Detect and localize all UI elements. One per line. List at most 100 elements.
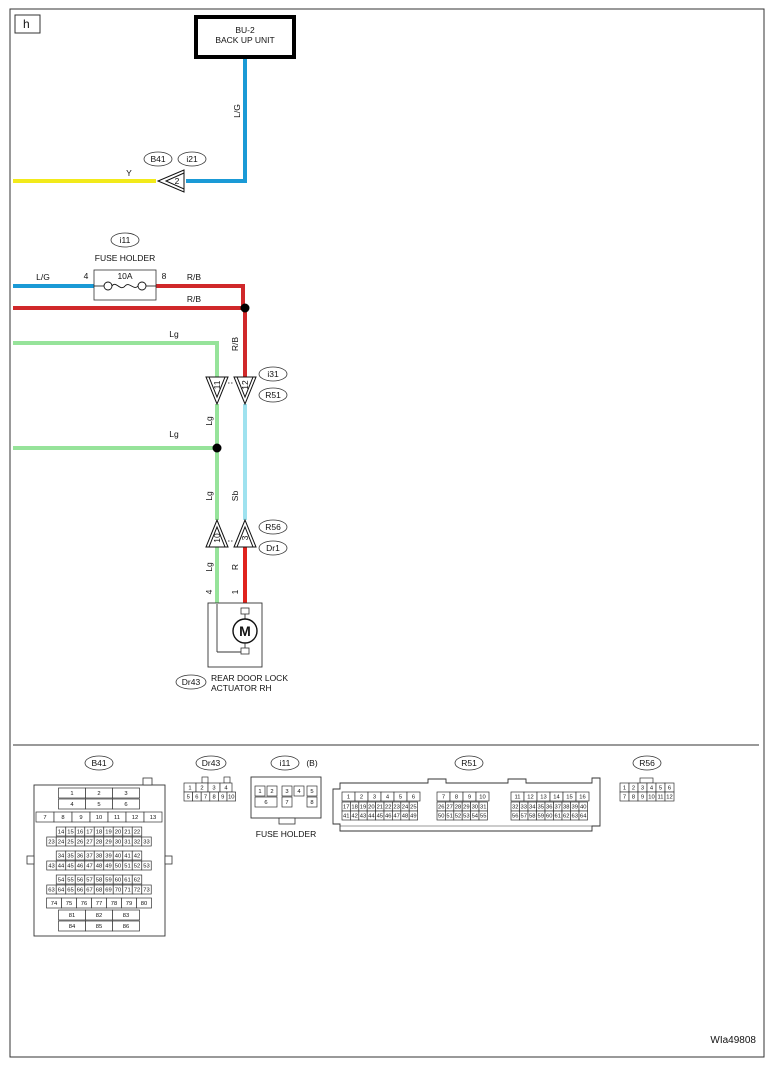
i11-cell bbox=[281, 796, 293, 808]
b41-cell bbox=[112, 920, 140, 932]
r51-pin: 36 bbox=[546, 805, 552, 811]
r51-pin: 23 bbox=[393, 805, 399, 811]
r51-pin: 49 bbox=[410, 814, 416, 820]
r51-pin: 59 bbox=[538, 814, 544, 820]
r51-pin: 34 bbox=[529, 805, 536, 811]
view-label-r56: R56 bbox=[639, 758, 655, 768]
b41-cell bbox=[131, 874, 143, 885]
r51-pin: 44 bbox=[368, 814, 375, 820]
b41-pin: 20 bbox=[115, 830, 121, 836]
b41-pin: 45 bbox=[67, 864, 73, 870]
b41-pin: 16 bbox=[77, 830, 83, 836]
r56-pin: 12 bbox=[666, 795, 672, 801]
r51-cell bbox=[408, 810, 418, 821]
r51-pin: 4 bbox=[386, 795, 390, 801]
i11-pin: 2 bbox=[270, 789, 273, 795]
b41-pin: 61 bbox=[124, 878, 130, 884]
b41-pin: 58 bbox=[96, 878, 102, 884]
b41-pin: 57 bbox=[86, 878, 92, 884]
wire-label-lg-top: L/G bbox=[232, 104, 242, 118]
b41-pin: 27 bbox=[86, 840, 92, 846]
wire-label-lg-vert-2: Lg bbox=[204, 491, 214, 501]
r51-pin: 21 bbox=[377, 805, 383, 811]
r51-pin: 26 bbox=[438, 805, 444, 811]
connector-b41-i21: B41 i21 2 bbox=[143, 151, 207, 193]
i11-pin: 4 bbox=[297, 789, 301, 795]
b41-pin: 67 bbox=[86, 888, 92, 894]
b41-pin: 77 bbox=[96, 901, 102, 907]
r51-pin: 43 bbox=[360, 814, 366, 820]
r51-pin: 12 bbox=[527, 795, 533, 801]
r51-pin: 61 bbox=[555, 814, 561, 820]
i11-cell bbox=[254, 785, 266, 797]
r51-pin: 15 bbox=[566, 795, 572, 801]
wire-label-lg-fuse-in: L/G bbox=[36, 272, 50, 282]
r51-pin: 6 bbox=[412, 795, 415, 801]
b41-pin: 40 bbox=[115, 854, 121, 860]
r51-pin: 41 bbox=[343, 814, 349, 820]
b41-cell bbox=[143, 811, 163, 823]
r51-pin: 7 bbox=[442, 795, 445, 801]
dr43-pin: 6 bbox=[195, 795, 198, 801]
b41-pin: 43 bbox=[48, 864, 54, 870]
b41-pin: 31 bbox=[124, 840, 130, 846]
b41-pin: 7 bbox=[43, 815, 46, 821]
b41-pin: 56 bbox=[77, 878, 83, 884]
r56-cell bbox=[664, 791, 675, 802]
r51-pin: 13 bbox=[540, 795, 546, 801]
r51-pin: 29 bbox=[463, 805, 469, 811]
dr43-pin: 8 bbox=[212, 795, 215, 801]
wires bbox=[13, 57, 247, 604]
b41-pin-2: 2 bbox=[175, 176, 180, 186]
b41-pin: 18 bbox=[96, 830, 102, 836]
b41-pin: 64 bbox=[58, 888, 65, 894]
r51-pin: 52 bbox=[455, 814, 461, 820]
b41-pin: 11 bbox=[114, 815, 120, 821]
b41-pin: 44 bbox=[58, 864, 65, 870]
b41-pin: 48 bbox=[96, 864, 102, 870]
b41-pin: 79 bbox=[126, 901, 132, 907]
page-frame bbox=[9, 8, 765, 1058]
view-label-b41: B41 bbox=[91, 758, 106, 768]
b41-pin: 41 bbox=[124, 854, 130, 860]
b41-pin: 46 bbox=[77, 864, 83, 870]
b41-pin: 23 bbox=[48, 840, 54, 846]
i11-cell bbox=[306, 796, 318, 808]
page-tag: h bbox=[14, 14, 41, 34]
junction-lg bbox=[212, 443, 222, 453]
b41-pin: 15 bbox=[67, 830, 73, 836]
b41-pin: 35 bbox=[67, 854, 73, 860]
wire-label-rb-bus: R/B bbox=[187, 294, 202, 304]
b41-pin: 38 bbox=[96, 854, 102, 860]
r51-pin: 5 bbox=[399, 795, 402, 801]
view-label-i11-sub: (B) bbox=[306, 758, 318, 768]
r56-pin: 11 bbox=[657, 795, 663, 801]
b41-pin: 65 bbox=[67, 888, 73, 894]
b41-pin: 29 bbox=[105, 840, 111, 846]
dr43-pin: 5 bbox=[187, 795, 190, 801]
r51-cell bbox=[578, 810, 588, 821]
dr43-pin: 9 bbox=[221, 795, 224, 801]
r51-pin: 14 bbox=[553, 795, 560, 801]
b41-pin: 63 bbox=[48, 888, 54, 894]
conn-label-r56: R56 bbox=[265, 522, 281, 532]
b41-pin: 34 bbox=[58, 854, 65, 860]
r56-pin-10: 10 bbox=[212, 533, 222, 543]
b41-pin: 24 bbox=[58, 840, 65, 846]
i11-pin: 6 bbox=[264, 800, 267, 806]
wire-label-rb-vertical: R/B bbox=[230, 337, 240, 352]
conn-label-dr43: Dr43 bbox=[182, 677, 201, 687]
b41-pin: 66 bbox=[77, 888, 83, 894]
backup-unit-id: BU-2 bbox=[235, 25, 255, 35]
connector-i31-r51: 11 12 i31 R51 bbox=[205, 366, 288, 406]
r56-pin: 4 bbox=[650, 786, 654, 792]
r51-pin: 11 bbox=[514, 795, 520, 801]
conn-label-b41: B41 bbox=[150, 154, 165, 164]
r56-pin: 2 bbox=[632, 786, 635, 792]
i11-cell bbox=[266, 785, 278, 797]
dr43-pin: 3 bbox=[212, 786, 215, 792]
r51-pin: 57 bbox=[521, 814, 527, 820]
i11-pin: 8 bbox=[310, 800, 313, 806]
